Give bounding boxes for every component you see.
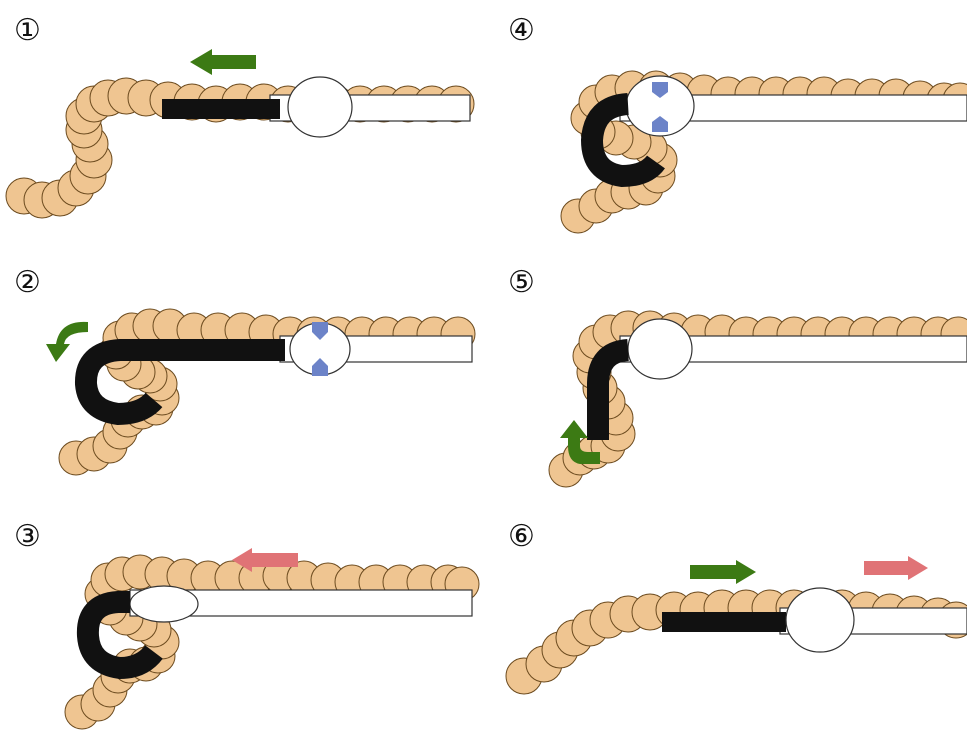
step-1-balloon — [288, 77, 352, 137]
step-6-scope-shaft — [662, 612, 786, 632]
step-3-balloon-deflated — [130, 586, 198, 622]
step-5: ⑤ — [508, 265, 967, 487]
step-4: ④ — [508, 13, 967, 233]
step-4-label: ④ — [508, 13, 535, 48]
step-6-intestine — [506, 590, 967, 694]
step-6-balloon — [786, 588, 854, 652]
step-3-intestine — [65, 555, 479, 729]
step-2-rotate-arrow-icon — [46, 322, 88, 362]
step-5-label: ⑤ — [508, 265, 535, 300]
step-1-arrow-left-icon — [190, 49, 256, 75]
step-1-label: ① — [14, 13, 41, 48]
step-2-hooked-scope — [86, 350, 285, 414]
step-5-balloon — [628, 319, 692, 379]
step-6-arrow-right-icon-pink — [864, 556, 928, 580]
step-1: ① — [6, 13, 474, 218]
step-1-scope-shaft — [162, 99, 280, 119]
step-2: ② — [14, 265, 475, 475]
step-2-intestine — [59, 309, 475, 475]
step-6: ⑥ — [506, 519, 967, 694]
step-2-label: ② — [14, 265, 41, 300]
step-3: ③ — [14, 519, 479, 729]
step-6-arrow-right-icon — [690, 560, 756, 584]
step-6-label: ⑥ — [508, 519, 535, 554]
step-3-label: ③ — [14, 519, 41, 554]
